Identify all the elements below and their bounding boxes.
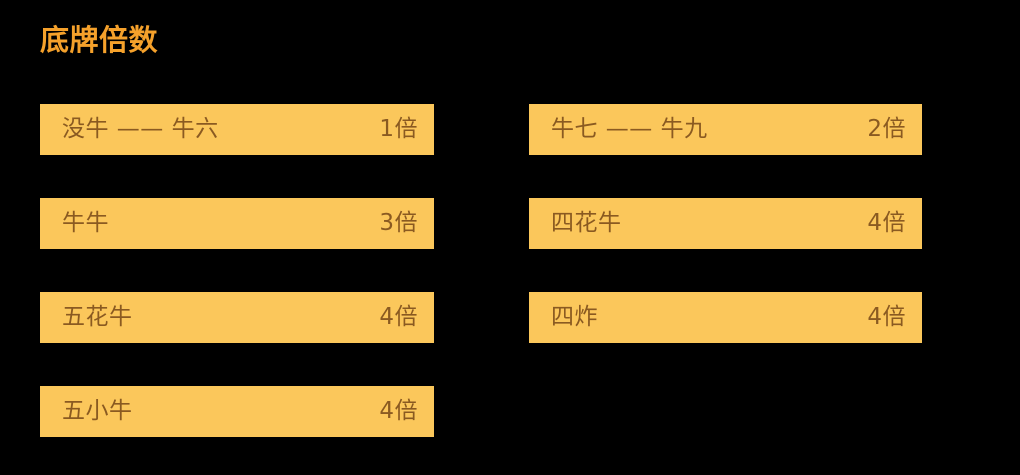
row-label: 四花牛 bbox=[551, 210, 622, 236]
row-label: 牛牛 bbox=[62, 210, 109, 236]
multiplier-column-right: 牛七 —— 牛九 2倍 四花牛 4倍 四炸 4倍 bbox=[529, 104, 922, 343]
row-multiplier: 4倍 bbox=[867, 304, 906, 330]
row-multiplier: 1倍 bbox=[379, 116, 418, 142]
multiplier-row[interactable]: 四炸 4倍 bbox=[529, 292, 922, 343]
row-multiplier: 2倍 bbox=[867, 116, 906, 142]
multiplier-row[interactable]: 四花牛 4倍 bbox=[529, 198, 922, 249]
multiplier-row[interactable]: 五小牛 4倍 bbox=[40, 386, 434, 437]
row-multiplier: 4倍 bbox=[379, 398, 418, 424]
row-label: 牛七 —— 牛九 bbox=[551, 116, 708, 142]
row-label: 四炸 bbox=[551, 304, 598, 330]
row-label: 没牛 —— 牛六 bbox=[62, 116, 219, 142]
row-multiplier: 3倍 bbox=[379, 210, 418, 236]
multiplier-row[interactable]: 五花牛 4倍 bbox=[40, 292, 434, 343]
multiplier-column-left: 没牛 —— 牛六 1倍 牛牛 3倍 五花牛 4倍 五小牛 4倍 bbox=[40, 104, 434, 437]
multiplier-row[interactable]: 没牛 —— 牛六 1倍 bbox=[40, 104, 434, 155]
multiplier-row[interactable]: 牛牛 3倍 bbox=[40, 198, 434, 249]
page-title: 底牌倍数 bbox=[40, 23, 159, 57]
multiplier-row[interactable]: 牛七 —— 牛九 2倍 bbox=[529, 104, 922, 155]
row-multiplier: 4倍 bbox=[379, 304, 418, 330]
row-label: 五花牛 bbox=[62, 304, 133, 330]
row-label: 五小牛 bbox=[62, 398, 133, 424]
row-multiplier: 4倍 bbox=[867, 210, 906, 236]
